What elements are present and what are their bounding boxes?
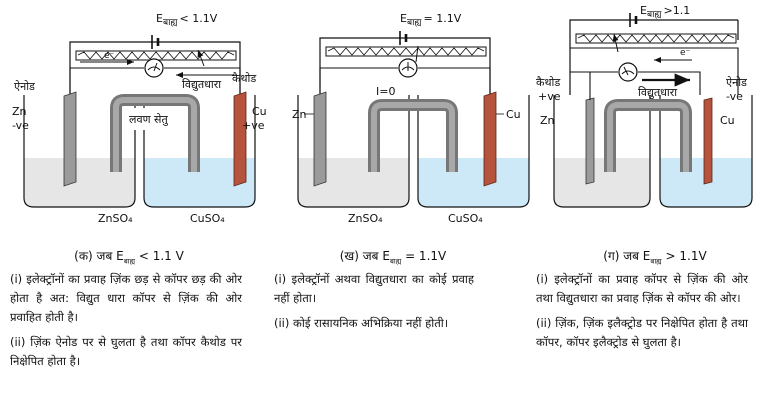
rheostat-slider bbox=[612, 33, 619, 53]
caption-a: (क) जब Eबाह्य < 1.1 V bbox=[74, 249, 184, 266]
copper-electrode bbox=[703, 97, 713, 185]
rheostat-coil bbox=[77, 51, 235, 60]
cu-sign: +ve bbox=[242, 119, 265, 132]
external-voltage-label: Eबाह्य>1.1 bbox=[640, 4, 690, 20]
znso4-label: ZnSO₄ bbox=[348, 212, 383, 225]
outer-wire-left bbox=[569, 19, 738, 95]
zn-beaker bbox=[553, 95, 651, 208]
cu-beaker bbox=[417, 95, 530, 208]
zinc-electrode bbox=[63, 91, 77, 187]
zn-solution bbox=[554, 158, 650, 207]
znso4-label: ZnSO₄ bbox=[98, 212, 133, 225]
note-b-2: (ii) कोई रासायनिक अभिक्रिया नहीं होती। bbox=[274, 316, 449, 330]
current-label: विद्युतधारा bbox=[182, 78, 221, 91]
notes-a: (i) इलेक्ट्रॉनों का प्रवाह ज़िंक छड़ से … bbox=[10, 270, 242, 377]
electron-label: e⁻ bbox=[680, 48, 691, 58]
notes-c: (i) इलेक्ट्रॉनों का प्रवाह कॉपर से ज़िंक… bbox=[536, 270, 748, 358]
cathode-label: कैथोड bbox=[536, 76, 560, 89]
cu-label: Cu bbox=[252, 105, 267, 118]
zinc-electrode bbox=[313, 91, 327, 187]
rheostat bbox=[325, 46, 487, 57]
zn-solution bbox=[24, 158, 135, 207]
cell-diagram-2: Eबाह्य= 1.1V I=0 Zn Cu ZnSO₄ CuSO₄ bbox=[292, 12, 530, 225]
zero-current-label: I=0 bbox=[376, 85, 395, 98]
panel-external-greater: e⁻ विद्युतधारा Eबाह्य>1.1 कैथोड +ve Zn ऐ… bbox=[530, 0, 779, 419]
zn-sign: +ve bbox=[538, 90, 561, 103]
caption-b: (ख) जब Eबाह्य = 1.1V bbox=[339, 249, 447, 266]
copper-electrode bbox=[483, 91, 497, 187]
galvanometer bbox=[618, 62, 638, 82]
copper-electrode bbox=[233, 91, 247, 187]
cu-label: Cu bbox=[720, 114, 735, 127]
note-c-2: (ii) ज़िंक, ज़िंक इलैक्ट्रोड पर निक्षेपि… bbox=[536, 316, 748, 349]
electron-label: e⁻ bbox=[104, 51, 115, 61]
current-label: विद्युतधारा bbox=[638, 86, 677, 99]
caption-c: (ग) जब Eबाह्य > 1.1V bbox=[603, 249, 707, 266]
cu-beaker bbox=[143, 95, 256, 208]
cell-diagram-3: e⁻ विद्युतधारा Eबाह्य>1.1 कैथोड +ve Zn ऐ… bbox=[536, 4, 753, 208]
cu-sign: -ve bbox=[726, 90, 743, 103]
anode-label: ऐनोड bbox=[14, 80, 35, 93]
cu-label: Cu bbox=[506, 108, 521, 121]
cuso4-label: CuSO₄ bbox=[190, 212, 225, 225]
zn-beaker bbox=[297, 95, 410, 208]
rheostat-slider bbox=[415, 45, 419, 63]
note-a-1: (i) इलेक्ट्रॉनों का प्रवाह ज़िंक छड़ से … bbox=[10, 272, 242, 324]
galvanometer bbox=[144, 58, 164, 78]
cu-beaker bbox=[659, 95, 753, 208]
salt-bridge-label: लवण सेतु bbox=[129, 113, 169, 126]
anode-label: ऐनोड bbox=[726, 76, 747, 89]
panel-external-equal: Eबाह्य= 1.1V I=0 Zn Cu ZnSO₄ CuSO₄ (ख) ज… bbox=[268, 0, 530, 419]
zn-label: Zn bbox=[12, 105, 27, 118]
zn-label: Zn bbox=[540, 114, 555, 127]
external-voltage-label: Eबाह्य= 1.1V bbox=[400, 12, 462, 28]
zinc-electrode bbox=[585, 97, 595, 185]
note-c-1: (i) इलेक्ट्रॉनों का प्रवाह कॉपर से ज़िंक… bbox=[536, 272, 748, 305]
cu-solution bbox=[418, 158, 529, 207]
zn-sign: -ve bbox=[12, 119, 29, 132]
notes-b: (i) इलेक्ट्रॉनों अथवा विद्युतधारा का कोई… bbox=[274, 270, 474, 339]
external-voltage-label: Eबाह्य< 1.1V bbox=[156, 12, 218, 28]
cuso4-label: CuSO₄ bbox=[448, 212, 483, 225]
zn-beaker bbox=[23, 95, 136, 208]
zn-label: Zn bbox=[292, 108, 307, 121]
note-b-1: (i) इलेक्ट्रॉनों अथवा विद्युतधारा का कोई… bbox=[274, 272, 474, 305]
panel-external-less: e⁻ विद्युतधारा Eबाह्य< 1.1V लवण सेतु ऐनो… bbox=[4, 0, 267, 419]
cathode-label: कैथोड bbox=[232, 72, 256, 85]
cu-solution bbox=[144, 158, 255, 207]
rheostat-slider bbox=[197, 49, 205, 67]
cell-diagram-1: e⁻ विद्युतधारा Eबाह्य< 1.1V लवण सेतु ऐनो… bbox=[12, 12, 267, 225]
rheostat bbox=[575, 33, 737, 44]
note-a-2: (ii) ज़िंक ऐनोड पर से घुलता है तथा कॉपर … bbox=[10, 335, 242, 368]
